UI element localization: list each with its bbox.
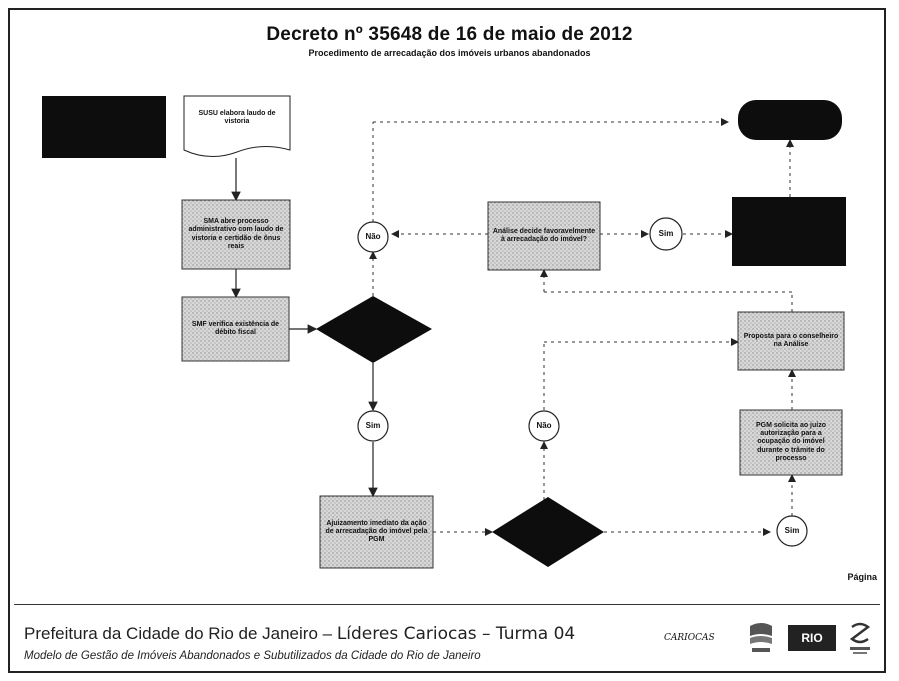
rio-logo: RIO [788,618,836,658]
end-label [738,100,842,140]
analise-box [487,201,601,271]
nao-1-label: Não [365,232,381,241]
solid-connectors [231,158,378,498]
footer-subtitle: Modelo de Gestão de Imóveis Abandonados … [24,650,481,662]
footer-title: Prefeitura da Cidade do Rio de Janeiro –… [24,624,575,644]
sim-1-label: Sim [365,421,381,430]
sim-3-label: Sim [658,229,674,238]
decision-2-diamond [492,497,604,567]
lideres-cariocas-logo-text: CARIOCAS [664,633,715,643]
sim-2-circle [776,515,808,547]
decision-2-label [504,514,592,550]
smf-label: SMF verifica existência de débito fiscal [191,320,280,336]
analise-label: Análise decide favoravelmente à arrecada… [492,227,596,243]
footer-title-prefix: Prefeitura da Cidade do Rio de Janeiro – [24,624,337,643]
susu-document-shape [183,95,291,157]
footer-divider [14,604,880,605]
end-terminal [738,100,842,140]
nao-2-label: Não [536,421,552,430]
sim-3-circle [649,217,683,251]
ajuizamento-box [319,495,434,569]
rio2016-logo [846,618,874,658]
sma-label: SMA abre processo administrativo com lau… [188,218,284,250]
start-label [42,96,166,158]
sim-2-label: Sim [784,526,800,535]
page-title: Decreto nº 35648 de 16 de maio de 2012 [266,24,633,45]
smf-box [181,296,290,362]
susu-label: SUSU elabora laudo de vistoria [198,109,276,125]
dashed-connectors [369,118,796,536]
nao-1-circle [357,221,389,253]
lideres-cariocas-logo: CARIOCAS [664,618,715,658]
proposta-label: Proposta para o conselheiro na Análise [743,332,839,348]
prefeitura-emblem-logo [746,618,776,658]
decision-1-diamond [316,296,432,363]
sma-box [181,199,291,270]
ajuizamento-label: Ajuizamento imediato da ação de arrecada… [325,519,428,544]
dark-right-box [732,197,846,266]
pgm-label: PGM solicita ao juízo autorização para a… [755,422,826,462]
pgm-box [739,409,843,476]
rio-logo-text: RIO [788,625,836,651]
nao-2-circle [528,410,560,442]
dark-right-label [732,197,846,266]
start-box [42,96,166,158]
sim-1-circle [357,410,389,442]
page-label: Página [847,572,877,582]
page-subtitle: Procedimento de arrecadação dos imóveis … [308,48,591,58]
footer-title-main: Líderes Cariocas – Turma 04 [336,624,576,644]
decision-1-label [330,310,416,348]
proposta-box [737,311,845,371]
